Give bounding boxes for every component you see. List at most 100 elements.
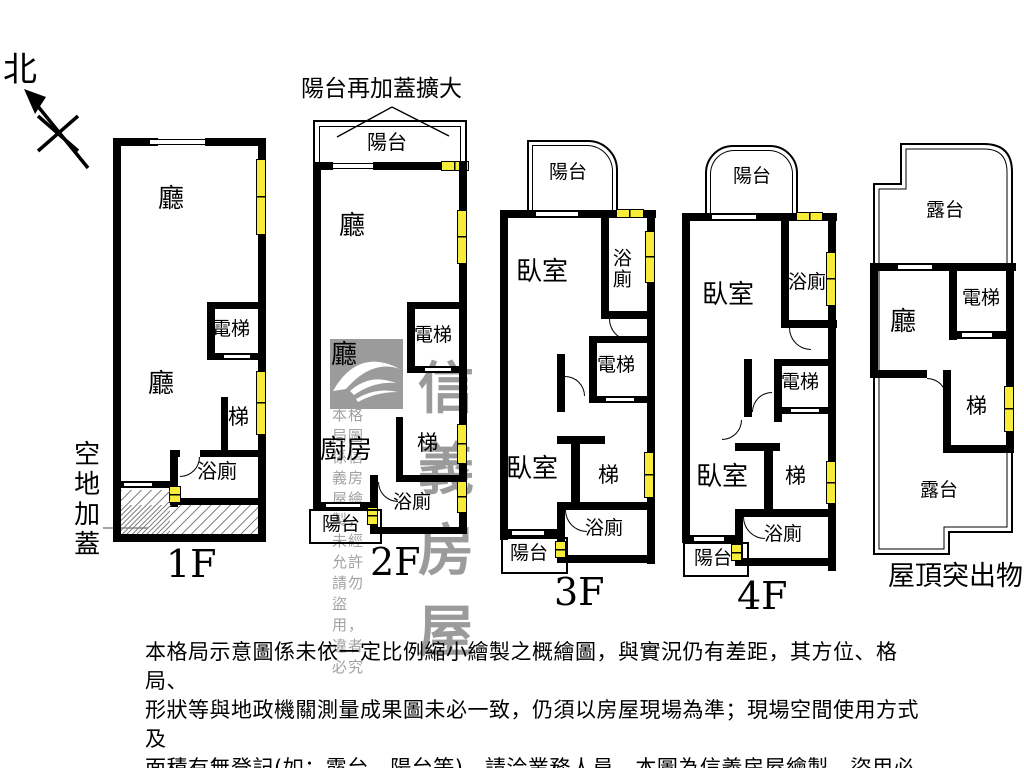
f2-kitchen-label: 廚房: [320, 435, 373, 465]
door-swing-arc: [565, 376, 585, 396]
sinyi-logo-icon: [330, 339, 403, 409]
window-marker: [169, 486, 181, 503]
roof-title: 屋頂突出物: [888, 561, 1023, 592]
window-marker: [731, 544, 742, 561]
window-marker: [644, 452, 654, 498]
f3-stairs-label: 梯: [598, 463, 619, 487]
decorative-shape: [333, 361, 400, 391]
balcony-outline-inner: [710, 150, 793, 214]
wall-segment: [170, 450, 178, 507]
f3-bedroom-lower-label: 臥室: [506, 454, 559, 484]
window-marker: [441, 161, 469, 171]
decorative-shape: [333, 361, 400, 402]
wall-segment: [781, 320, 837, 328]
wall-segment: [557, 354, 565, 412]
door-window-opening: [326, 503, 360, 508]
door-window-opening: [536, 211, 578, 217]
door-swing-arc: [722, 420, 742, 440]
wall-segment: [500, 210, 656, 218]
wall-segment: [557, 502, 565, 563]
wall-segment: [313, 162, 333, 170]
wall-segment: [113, 534, 266, 542]
wall-segment: [571, 442, 580, 508]
decorative-shape: [36, 114, 80, 153]
roof-stairs-label: 梯: [966, 394, 987, 418]
f2-elevator-label: 電梯: [414, 324, 453, 346]
door-window-opening: [224, 354, 250, 359]
door-window-opening: [694, 536, 724, 542]
f4-stairs-label: 梯: [785, 464, 806, 488]
f3-bedroom-upper-label: 臥室: [516, 257, 569, 287]
f2-stairs-label: 梯: [417, 431, 438, 455]
f4-bath-upper-label: 浴廁: [788, 271, 827, 293]
door-window-opening: [124, 482, 152, 487]
disclaimer-text: 本格局示意圖係未依一定比例縮小繪製之概繪圖，與實況仍有差距，其方位、格局、 形狀…: [145, 638, 920, 768]
wall-segment: [589, 336, 655, 343]
window-marker: [1004, 386, 1014, 432]
wall-segment: [735, 443, 780, 451]
window-marker: [645, 231, 655, 283]
door-swing-arc: [752, 392, 772, 412]
wall-segment: [601, 311, 655, 319]
compass-north-label: 北: [3, 50, 37, 90]
disclaimer-line-2: 形狀等與地政機關測量成果圖未必一致，仍須以房屋現場為準；現場空間使用方式及: [145, 698, 919, 751]
door-window-opening: [333, 163, 373, 169]
f2-balcony-callout: 陽台再加蓋擴大: [301, 76, 462, 102]
f4-bedroom-upper-label: 臥室: [702, 280, 755, 310]
window-marker: [457, 210, 467, 264]
roof-terrace-lower-label: 露台: [920, 479, 959, 501]
f1-stairs-label: 梯: [228, 405, 249, 429]
door-window-opening: [425, 367, 451, 372]
wall-segment: [735, 558, 836, 566]
wall-segment: [500, 210, 508, 540]
f3-elevator-label: 電梯: [597, 354, 636, 376]
balcony-outline-inner: [532, 145, 613, 212]
wall-segment: [373, 162, 467, 170]
wall-segment: [459, 162, 467, 533]
wall-segment: [943, 370, 951, 453]
door-swing-arc: [743, 517, 765, 539]
wall-segment: [781, 213, 789, 322]
wall-segment: [398, 475, 467, 482]
window-marker: [826, 461, 836, 504]
window-marker: [457, 481, 467, 513]
balcony-outline: [501, 537, 568, 574]
f2-bath-label: 浴廁: [393, 491, 432, 513]
wall-segment: [870, 370, 927, 378]
window-marker: [256, 159, 266, 235]
door-window-opening: [791, 408, 819, 413]
f2-hall-upper-label: 廳: [339, 211, 366, 241]
roof-elevator-label: 電梯: [962, 287, 1001, 309]
f1-bath-label: 浴廁: [197, 459, 237, 483]
wall-segment: [943, 445, 1014, 453]
wall-segment: [313, 162, 321, 510]
decorative-shape: [36, 114, 80, 153]
roof-terrace-upper-label: 露台: [926, 199, 965, 221]
wall-segment: [774, 359, 836, 366]
wall-segment: [774, 359, 782, 422]
door-window-opening: [150, 139, 208, 145]
window-marker: [457, 424, 467, 464]
f2-hall-lower-label: 廳: [331, 340, 358, 370]
wall-segment: [205, 138, 266, 146]
wall-segment: [113, 138, 158, 146]
wall-segment: [207, 302, 215, 360]
f3-bath-lower-label: 浴廁: [585, 517, 624, 539]
wall-segment: [601, 210, 609, 314]
door-swing-arc: [565, 510, 587, 532]
f2-balcony-top-label: 陽台: [367, 130, 407, 154]
door-swing-arc: [789, 328, 811, 350]
f2-title: 2F: [370, 540, 421, 584]
f1-title: 1F: [166, 542, 217, 586]
wall-segment: [949, 270, 957, 340]
wall-segment: [870, 263, 1016, 271]
f2-balcony-bottom-label: 陽台: [322, 513, 361, 535]
wall-segment: [200, 450, 266, 457]
door-window-opening: [606, 397, 634, 402]
decorative-shape: [350, 379, 396, 395]
wall-segment: [557, 555, 655, 563]
window-marker: [256, 371, 266, 435]
wall-segment: [396, 417, 403, 482]
f1-vacant-annotation: 空地加蓋: [69, 440, 100, 560]
